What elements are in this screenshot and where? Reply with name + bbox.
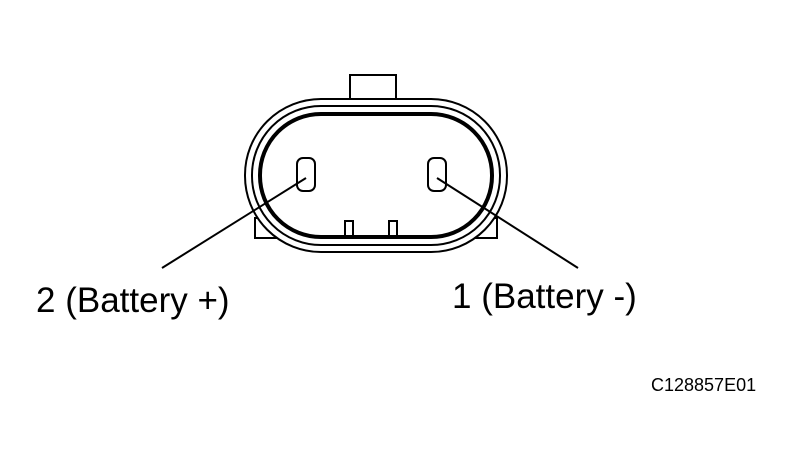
connector-lock-tab [349, 74, 397, 102]
terminal-pin-2 [296, 157, 316, 192]
connector-middle-outline [251, 105, 501, 246]
leader-line-pin-2 [161, 177, 307, 269]
keying-rib-left [344, 220, 354, 237]
leader-line-pin-1 [436, 177, 579, 269]
keying-rib-right [388, 220, 398, 237]
terminal-pin-1 [427, 157, 447, 192]
pin-2-label: 2 (Battery +) [36, 281, 230, 320]
figure-code: C128857E01 [651, 375, 757, 395]
connector-inner-cavity [258, 112, 494, 239]
pin-1-label: 1 (Battery -) [452, 277, 637, 316]
